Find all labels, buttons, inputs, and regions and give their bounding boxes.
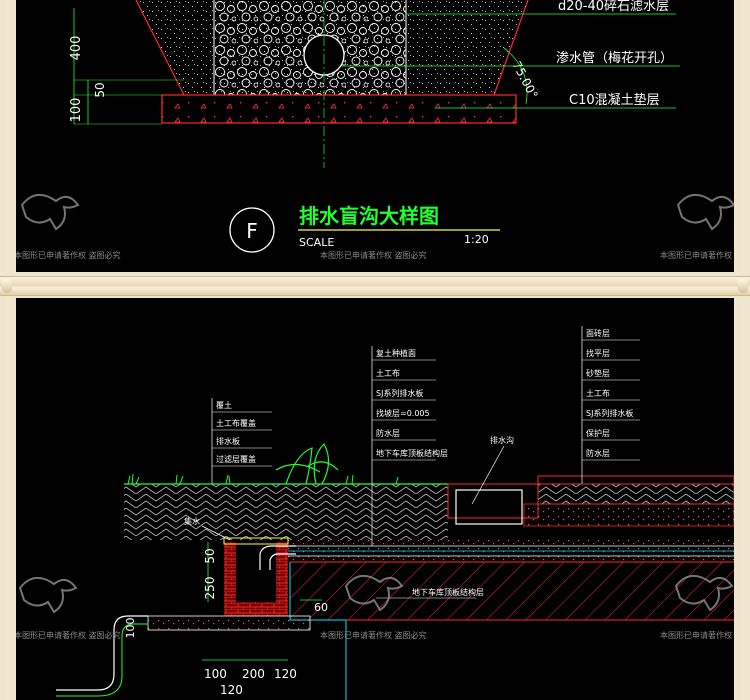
dim-100: 100 bbox=[204, 667, 227, 681]
dim-60: 60 bbox=[314, 601, 328, 614]
dim-100: 100 bbox=[69, 98, 84, 123]
dim-120: 120 bbox=[274, 667, 297, 681]
layer-label: 面砖层 bbox=[586, 328, 610, 338]
dim-120-bottom: 120 bbox=[220, 683, 243, 697]
watermark-text-left: 本图形已申请著作权 盗图必究 bbox=[16, 250, 121, 260]
layer-label: 复土种植面 bbox=[376, 348, 416, 358]
detail-drawing-top: 400 100 50 75.00° d20-40碎石滤水层 渗水管（梅花开孔） … bbox=[16, 0, 734, 272]
watermark-text-mid: 本图形已申请著作权 盗图必究 bbox=[320, 630, 427, 640]
frame-stripe bbox=[741, 0, 744, 272]
layer-label: SJ系列排水板 bbox=[586, 408, 633, 418]
frame-stripe bbox=[6, 0, 9, 272]
label-channel: 排水沟 bbox=[490, 435, 514, 445]
layer-label: 土工布覆盖 bbox=[216, 418, 256, 428]
frame-stripe bbox=[741, 298, 744, 700]
roof-drainage-section: 250 50 60 100 100 200 120 120 覆土土工布覆盖排水板… bbox=[16, 326, 734, 700]
layer-label: 防水层 bbox=[376, 428, 400, 438]
drainage-channel bbox=[455, 489, 523, 525]
soil-layer bbox=[124, 484, 448, 540]
label-pipe: 渗水管（梅花开孔） bbox=[556, 50, 673, 66]
label-slab: 地下车库顶板结构层 bbox=[412, 587, 484, 597]
layer-label: SJ系列排水板 bbox=[376, 388, 423, 398]
dim-200: 200 bbox=[242, 667, 265, 681]
panel-divider bbox=[0, 276, 750, 296]
detail-marker-circle bbox=[229, 207, 275, 253]
label-cushion: C10混凝土垫层 bbox=[569, 92, 660, 108]
watermark-text-right: 本图形已申请著作权 盗图必究 bbox=[660, 630, 734, 640]
blind-drain-section: 400 100 50 75.00° d20-40碎石滤水层 渗水管（梅花开孔） … bbox=[16, 0, 734, 260]
label-pit: 集水 bbox=[184, 516, 200, 526]
dim-400: 400 bbox=[69, 36, 84, 61]
structural-slab bbox=[290, 562, 734, 620]
watermark-text-mid: 本图形已申请著作权 盗图必究 bbox=[320, 250, 427, 260]
concrete-cushion bbox=[161, 94, 517, 124]
scale-value: 1:20 bbox=[464, 233, 489, 246]
layer-label: 找平层 bbox=[586, 348, 610, 358]
dim-100-left: 100 bbox=[124, 618, 137, 639]
layer-label: 保护层 bbox=[586, 428, 610, 438]
layer-label: 砂垫层 bbox=[586, 368, 610, 378]
watermark-logo-icon bbox=[18, 575, 734, 614]
dim-250: 250 bbox=[203, 577, 217, 600]
shrub-icon bbox=[275, 443, 339, 485]
divider-knob bbox=[2, 279, 12, 293]
watermark-logo-icon bbox=[20, 194, 734, 231]
layer-label: 过滤层覆盖 bbox=[216, 454, 256, 464]
watermark-text-left: 本图形已申请著作权 盗图必究 bbox=[16, 630, 121, 640]
scale-label: SCALE bbox=[299, 236, 334, 249]
detail-marker-letter: F bbox=[246, 219, 258, 243]
grass-icon bbox=[127, 473, 399, 485]
layer-label: 找坡层=0.005 bbox=[376, 408, 430, 418]
layer-label: 土工布 bbox=[586, 388, 610, 398]
layer-label: 地下车库顶板结构层 bbox=[376, 448, 448, 458]
layer-label: 排水板 bbox=[216, 436, 240, 446]
watermark-text-right: 本图形已申请著作权 盗图必究 bbox=[660, 250, 734, 260]
layer-label: 土工布 bbox=[376, 368, 400, 378]
detail-drawing-bottom: 250 50 60 100 100 200 120 120 覆土土工布覆盖排水板… bbox=[16, 298, 734, 700]
brick-pit-wall-right bbox=[276, 542, 288, 614]
dim-50: 50 bbox=[93, 82, 107, 97]
dim-50-bottom: 50 bbox=[203, 548, 217, 563]
layer-label: 防水层 bbox=[586, 448, 610, 458]
layer-label: 覆土 bbox=[216, 400, 232, 410]
divider-knob bbox=[738, 279, 748, 293]
frame-stripe bbox=[6, 298, 9, 700]
brick-pit-wall-left bbox=[224, 542, 236, 614]
label-filter-layer: d20-40碎石滤水层 bbox=[558, 0, 669, 14]
pit-cover bbox=[223, 537, 289, 545]
detail-title: 排水盲沟大样图 bbox=[299, 204, 439, 228]
